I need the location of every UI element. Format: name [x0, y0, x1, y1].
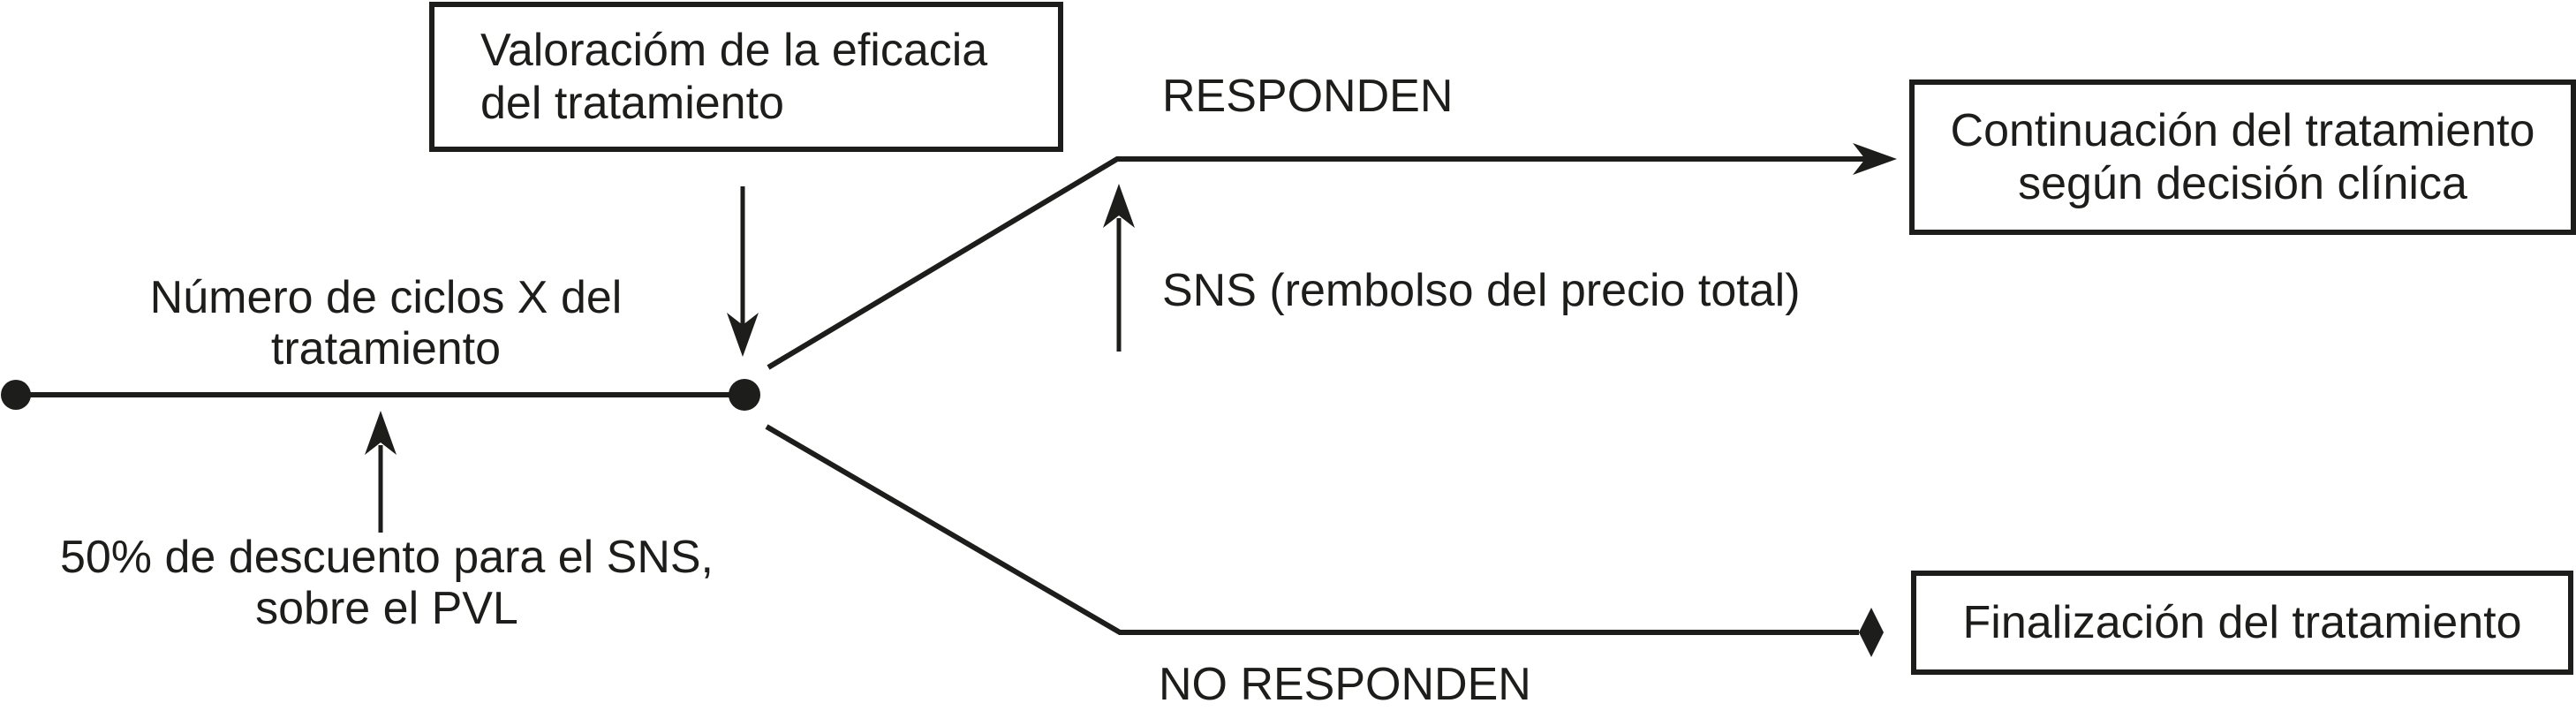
responden-arrowhead-icon — [1853, 143, 1897, 175]
descuento-label: 50% de descuento para el SNS, sobre el P… — [34, 532, 740, 634]
ciclos-label-line1: Número de ciclos X del — [149, 272, 623, 323]
responden-label: RESPONDEN — [1162, 71, 1454, 122]
no-responden-branch-line — [765, 424, 1859, 635]
branch-node — [729, 379, 760, 411]
finalizacion-box-text: Finalización del tratamiento — [1962, 597, 2522, 648]
continuacion-box: Continuación del tratamiento según decis… — [1909, 79, 2576, 235]
valoracion-box-line2: del tratamiento — [480, 78, 784, 129]
valoracion-arrowhead-icon — [727, 313, 759, 357]
valoracion-box-line1: Valoracióm de la eficacia — [480, 25, 988, 76]
continuacion-box-line2: según decisión clínica — [2018, 158, 2467, 209]
valoracion-box: Valoracióm de la eficacia del tratamient… — [429, 2, 1063, 152]
continuacion-box-line1: Continuación del tratamiento — [1950, 105, 2535, 156]
no-responden-label: NO RESPONDEN — [1159, 659, 1531, 710]
descuento-label-line1: 50% de descuento para el SNS, — [59, 532, 714, 583]
finalizacion-box: Finalización del tratamiento — [1911, 571, 2573, 675]
diamond-terminator-icon — [1859, 608, 1884, 657]
responden-branch-line — [767, 156, 1865, 370]
ciclos-label-line2: tratamiento — [270, 323, 502, 374]
sns-arrowhead-icon — [1103, 184, 1135, 228]
sns-reimbursement-label: SNS (rembolso del precio total) — [1162, 265, 1801, 316]
descuento-label-line2: sobre el PVL — [255, 583, 518, 634]
ciclos-label: Número de ciclos X del tratamiento — [77, 272, 695, 374]
descuento-arrowhead-icon — [365, 411, 397, 455]
